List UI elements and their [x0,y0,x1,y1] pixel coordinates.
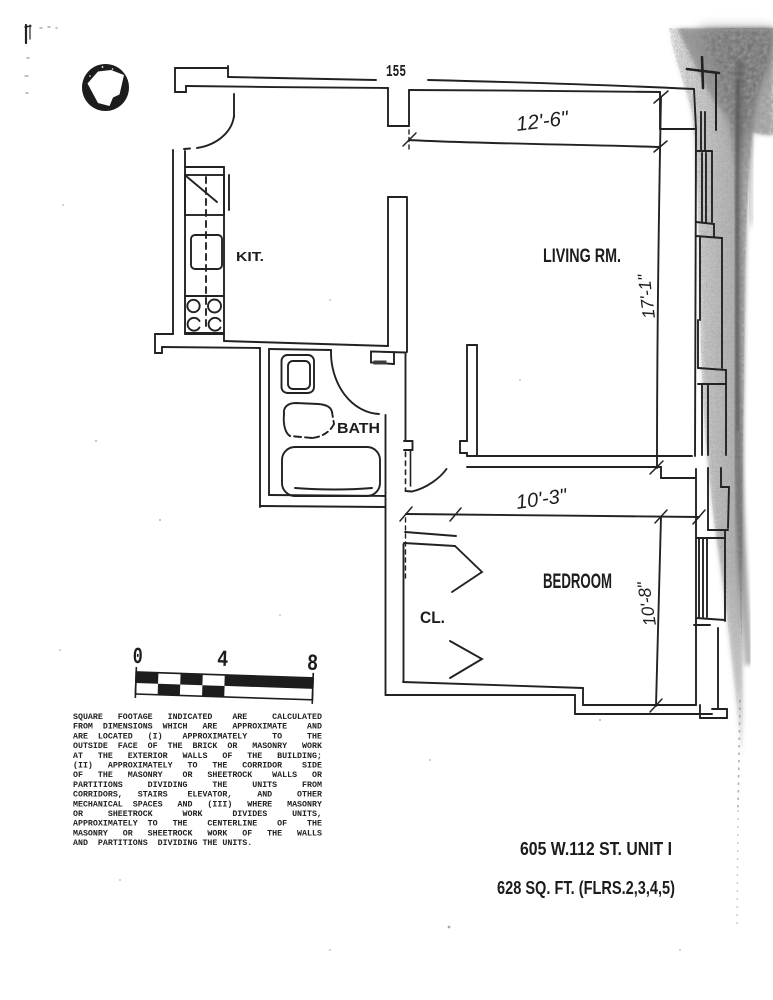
svg-text:605 W.112 ST. UNIT I: 605 W.112 ST. UNIT I [520,838,672,859]
svg-text:CL.: CL. [420,609,445,627]
svg-text:SQUARE FOOTAGE INDICATED: SQUARE FOOTAGE INDICATED ARE CALCULATED [73,713,322,722]
svg-text:PARTITIONS DIVIDING TH: PARTITIONS DIVIDING THE UNITS FROM [73,781,322,790]
svg-text:LIVING RM.: LIVING RM. [543,245,621,267]
svg-text:17'-1": 17'-1" [634,272,659,319]
svg-text:OUTSIDE FACE OF THE BRICK: OUTSIDE FACE OF THE BRICK OR MASONRY WOR… [73,742,322,751]
svg-text:ARE LOCATED (I) APPROXIM: ARE LOCATED (I) APPROXIMATELY TO THE [73,731,322,741]
svg-text:FROM DIMENSIONS WHICH ARE: FROM DIMENSIONS WHICH ARE APPROXIMATE AN… [73,723,322,732]
svg-text:8: 8 [307,651,319,677]
svg-text:(II) APPROXIMATELY TO TH: (II) APPROXIMATELY TO THE CORRIDOR SIDE [73,761,322,771]
svg-text:AT THE EXTERIOR WALLS: AT THE EXTERIOR WALLS OF THE BUILDING; [73,752,322,761]
svg-text:0: 0 [132,644,143,670]
svg-text:155: 155 [386,62,406,81]
svg-text:4: 4 [217,647,229,673]
svg-text:KIT.: KIT. [236,249,264,264]
svg-text:628 SQ. FT. (FLRS.2,3,4,5): 628 SQ. FT. (FLRS.2,3,4,5) [497,877,675,898]
svg-text:BEDROOM: BEDROOM [543,569,612,593]
svg-text:MECHANICAL SPACES AND (II: MECHANICAL SPACES AND (III) WHERE MASONR… [73,799,322,809]
svg-text:OR SHEETROCK WORK: OR SHEETROCK WORK DIVIDES UNITS, [73,810,322,819]
svg-text:APPROXIMATELY TO THE CEN: APPROXIMATELY TO THE CENTERLINE OF THE [73,820,322,829]
svg-text:OF THE MASONRY OR SHE: OF THE MASONRY OR SHEETROCK WALLS OR [73,771,322,780]
svg-text:10'-3": 10'-3" [515,485,569,514]
svg-text:BATH: BATH [337,420,380,437]
svg-text:CORRIDORS, STAIRS ELEVATO: CORRIDORS, STAIRS ELEVATOR, AND OTHER [73,791,322,800]
svg-text:MASONRY OR SHEETROCK WOR: MASONRY OR SHEETROCK WORK OF THE WALLS [73,829,322,838]
svg-text:AND PARTITIONS DIVIDING THE: AND PARTITIONS DIVIDING THE UNITS. [73,839,252,848]
svg-text:12'-6": 12'-6" [515,107,571,136]
